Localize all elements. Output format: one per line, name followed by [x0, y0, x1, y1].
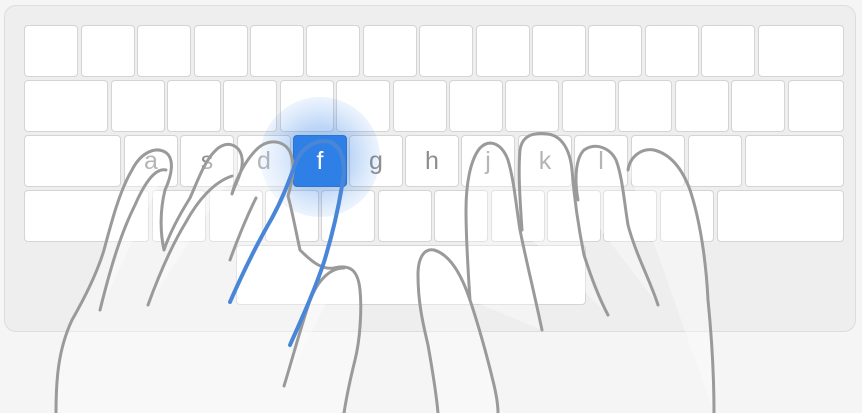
key-row1-11[interactable]: [588, 25, 642, 77]
key-c[interactable]: [265, 190, 319, 242]
key-a[interactable]: a: [124, 135, 178, 187]
key-x[interactable]: [209, 190, 263, 242]
key-row2-14[interactable]: [788, 80, 844, 132]
key-m[interactable]: [491, 190, 545, 242]
key-quote[interactable]: [688, 135, 742, 187]
key-row2-13[interactable]: [731, 80, 785, 132]
key-j[interactable]: j: [461, 135, 515, 187]
key-left-shift[interactable]: [24, 190, 149, 242]
key-row2-2[interactable]: [111, 80, 165, 132]
key-row2-10[interactable]: [562, 80, 616, 132]
key-right-shift[interactable]: [717, 190, 844, 242]
key-row2-7[interactable]: [393, 80, 447, 132]
key-row1-4[interactable]: [194, 25, 248, 77]
key-caps-lock[interactable]: [24, 135, 121, 187]
key-period[interactable]: [603, 190, 657, 242]
key-row1-14[interactable]: [758, 25, 844, 77]
key-v[interactable]: [321, 190, 375, 242]
key-row2-11[interactable]: [618, 80, 672, 132]
key-row1-8[interactable]: [419, 25, 473, 77]
key-b[interactable]: [378, 190, 432, 242]
key-row1-9[interactable]: [476, 25, 530, 77]
key-row1-1[interactable]: [24, 25, 78, 77]
key-h[interactable]: h: [405, 135, 459, 187]
key-row1-3[interactable]: [137, 25, 191, 77]
key-row1-2[interactable]: [81, 25, 135, 77]
key-slash[interactable]: [660, 190, 714, 242]
key-enter[interactable]: [745, 135, 844, 187]
key-row1-7[interactable]: [363, 25, 417, 77]
key-row1-5[interactable]: [250, 25, 304, 77]
key-d[interactable]: d: [237, 135, 291, 187]
key-row2-12[interactable]: [675, 80, 729, 132]
key-row2-8[interactable]: [449, 80, 503, 132]
key-row1-10[interactable]: [532, 25, 586, 77]
key-semicolon[interactable]: [631, 135, 685, 187]
key-row2-9[interactable]: [505, 80, 559, 132]
key-row1-13[interactable]: [701, 25, 755, 77]
key-row1-6[interactable]: [306, 25, 360, 77]
key-row2-4[interactable]: [223, 80, 277, 132]
key-z[interactable]: [152, 190, 206, 242]
key-row2-1[interactable]: [24, 80, 108, 132]
key-g[interactable]: g: [349, 135, 403, 187]
key-comma[interactable]: [547, 190, 601, 242]
key-space[interactable]: [236, 245, 586, 305]
key-row2-6[interactable]: [336, 80, 390, 132]
key-row1-12[interactable]: [645, 25, 699, 77]
key-k[interactable]: k: [518, 135, 572, 187]
key-row2-3[interactable]: [167, 80, 221, 132]
key-f[interactable]: f: [293, 135, 347, 187]
key-n[interactable]: [434, 190, 488, 242]
key-l[interactable]: l: [574, 135, 628, 187]
key-row2-5[interactable]: [280, 80, 334, 132]
key-s[interactable]: s: [180, 135, 234, 187]
